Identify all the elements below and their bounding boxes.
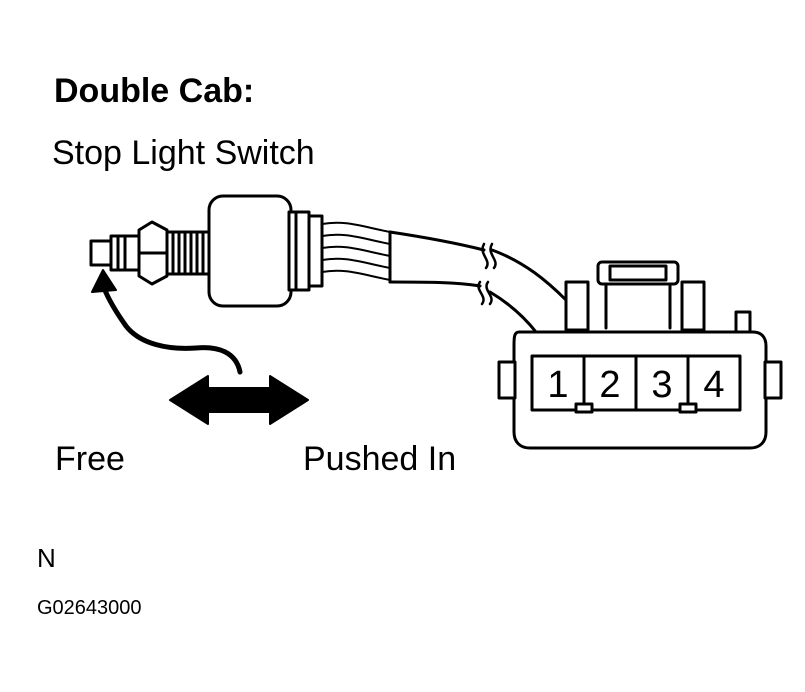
terminal-2-label: 2: [599, 364, 620, 406]
switch-plunger: [89, 234, 145, 272]
free-state-label: Free: [55, 440, 125, 478]
terminal-1-label: 1: [547, 364, 568, 406]
diagram-heading: Double Cab:: [54, 72, 255, 110]
terminal-3-label: 3: [651, 364, 672, 406]
harness-sleeve: [388, 230, 568, 334]
pushed-in-state-label: Pushed In: [303, 440, 457, 478]
switch-body: [207, 194, 324, 308]
connector-housing: [497, 260, 783, 450]
lock-nut: [137, 220, 169, 286]
note-letter: N: [37, 543, 56, 573]
wires: [321, 221, 391, 281]
terminal-4-label: 4: [703, 364, 724, 406]
movement-arrow-icon: [169, 375, 309, 425]
figure-id: G02643000: [37, 597, 142, 619]
threaded-shaft: [165, 230, 211, 276]
terminal-numbers: 1 2 3 4: [547, 364, 724, 406]
plunger-pointer-arrow: [91, 269, 243, 375]
component-label: Stop Light Switch: [52, 134, 315, 172]
